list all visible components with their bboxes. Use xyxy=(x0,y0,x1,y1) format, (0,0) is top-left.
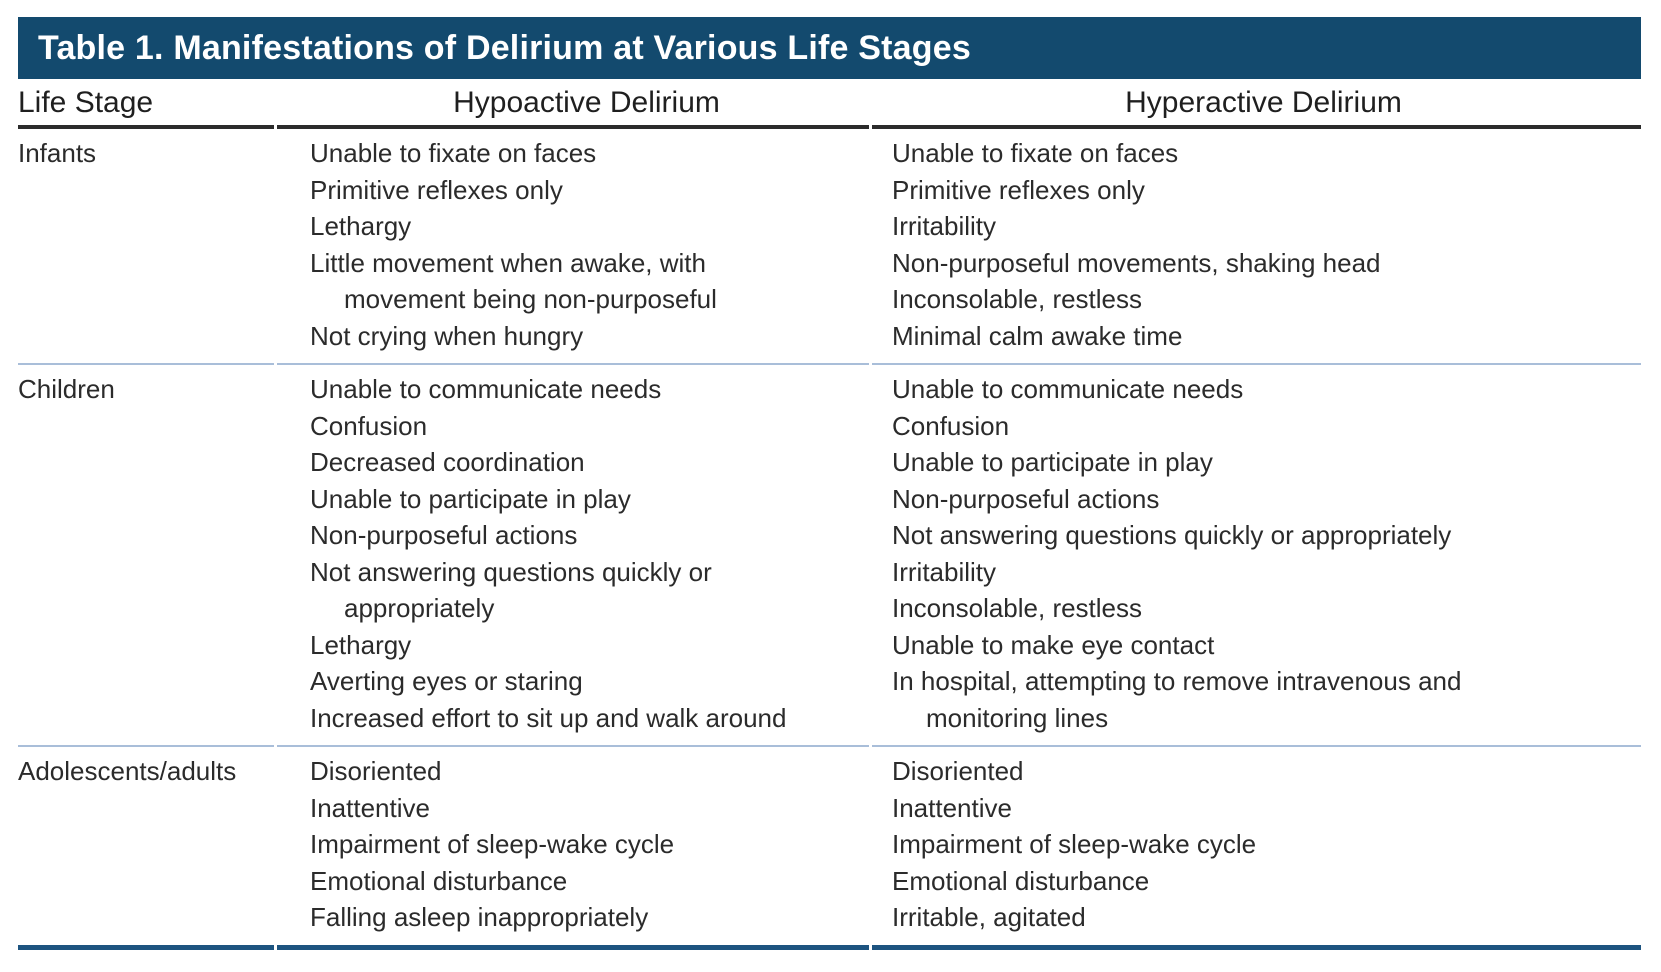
symptom-line: Minimal calm awake time xyxy=(892,320,1183,351)
symptom-line: Unable to participate in play xyxy=(892,447,1213,477)
life-stage-cell: Children xyxy=(18,365,274,747)
symptom-line: Lethargy xyxy=(310,211,412,241)
symptom-line: Increased effort to sit up and walk arou… xyxy=(310,702,787,733)
symptom-line: Unable to fixate on faces xyxy=(310,138,597,168)
table-title-bar: Table 1. Manifestations of Delirium at V… xyxy=(18,17,1641,79)
symptom-line: Non-purposeful actions xyxy=(310,520,578,550)
symptom-line: Not answering questions quickly or appro… xyxy=(892,520,1452,550)
life-stage-label: Infants xyxy=(18,138,97,168)
symptom-line: Unable to participate in play xyxy=(310,483,631,514)
symptom-line: Irritable, agitated xyxy=(892,902,1086,932)
symptom-line: Unable to make eye contact xyxy=(892,629,1215,660)
delirium-table: Life Stage Hypoactive Delirium Hyperacti… xyxy=(18,79,1641,950)
symptom-line: Falling asleep inappropriately xyxy=(310,902,649,932)
delirium-table-figure: Table 1. Manifestations of Delirium at V… xyxy=(18,17,1641,950)
symptom-line: Not answering questions quickly or xyxy=(310,556,712,587)
symptom-line: Non-purposeful movements, shaking head xyxy=(892,247,1381,278)
symptom-line: Disoriented xyxy=(310,756,442,786)
symptom-line: Inattentive xyxy=(310,792,430,823)
symptom-line: Unable to communicate needs xyxy=(892,374,1244,404)
symptom-line: Unable to communicate needs xyxy=(310,374,662,404)
symptom-line: Not crying when hungry xyxy=(310,320,584,351)
symptom-line: Lethargy xyxy=(310,629,412,660)
symptom-line: Primitive reflexes only xyxy=(310,174,563,205)
symptom-line: Primitive reflexes only xyxy=(892,174,1145,205)
symptom-line-continuation: monitoring lines xyxy=(926,702,1109,733)
column-header-hypoactive-delirium: Hypoactive Delirium xyxy=(277,79,869,129)
symptom-line: Decreased coordination xyxy=(310,447,585,477)
life-stage-label: Adolescents/adults xyxy=(18,756,237,786)
symptom-line: Averting eyes or staring xyxy=(310,666,583,696)
symptom-line-continuation: appropriately xyxy=(344,593,495,623)
table-title: Table 1. Manifestations of Delirium at V… xyxy=(38,28,971,67)
life-stage-cell: Infants xyxy=(18,129,274,365)
symptom-line: Unable to fixate on faces xyxy=(892,138,1179,168)
symptom-line: Emotional disturbance xyxy=(892,865,1150,896)
symptom-line: Confusion xyxy=(892,410,1010,441)
symptom-line: Disoriented xyxy=(892,756,1024,786)
symptom-line: Inconsolable, restless xyxy=(892,284,1143,314)
symptom-line: Confusion xyxy=(310,410,428,441)
symptom-line: Irritability xyxy=(892,556,997,587)
column-header-hyperactive-delirium: Hyperactive Delirium xyxy=(872,79,1641,129)
symptom-line: Impairment of sleep-wake cycle xyxy=(310,829,675,859)
symptom-line: Irritability xyxy=(892,211,997,241)
symptom-line-continuation: movement being non-purposeful xyxy=(344,284,717,314)
symptom-line: Impairment of sleep-wake cycle xyxy=(892,829,1257,859)
symptom-line: Non-purposeful actions xyxy=(892,483,1160,514)
life-stage-label: Children xyxy=(18,374,115,404)
symptom-line: Emotional disturbance xyxy=(310,865,568,896)
symptom-line: In hospital, attempting to remove intrav… xyxy=(892,666,1462,696)
symptom-line: Inconsolable, restless xyxy=(892,593,1143,623)
symptom-line: Little movement when awake, with xyxy=(310,247,706,278)
column-header-life-stage: Life Stage xyxy=(18,79,274,129)
life-stage-cell: Adolescents/adults xyxy=(18,747,274,950)
symptom-line: Inattentive xyxy=(892,792,1012,823)
